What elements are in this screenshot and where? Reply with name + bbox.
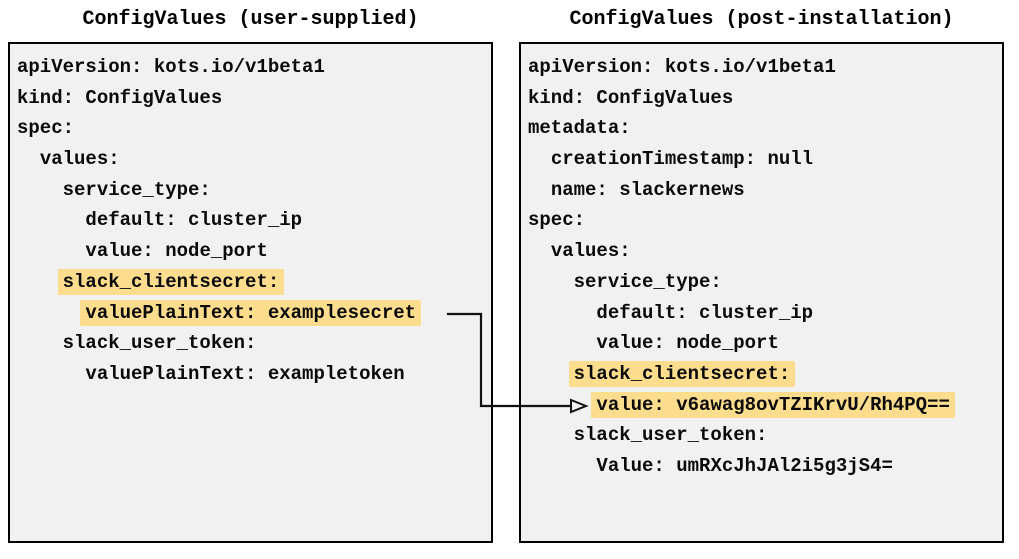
code-line: name: slackernews — [528, 175, 1002, 206]
left-panel-title: ConfigValues (user-supplied) — [82, 8, 419, 31]
code-line: creationTimestamp: null — [528, 144, 1002, 175]
line-indent — [17, 332, 63, 354]
code-line-text: service_type: — [62, 178, 211, 201]
code-line: values: — [17, 144, 491, 175]
secret-mapping-arrow — [447, 312, 589, 414]
line-indent — [17, 271, 63, 293]
code-line: default: cluster_ip — [528, 298, 1002, 329]
code-line: slack_user_token: — [528, 420, 1002, 451]
code-line: slack_user_token: — [17, 328, 491, 359]
code-line: metadata: — [528, 113, 1002, 144]
highlighted-code-line-text: slack_clientsecret: — [57, 268, 285, 295]
code-line: service_type: — [528, 267, 1002, 298]
line-indent — [528, 240, 551, 262]
arrow-line — [447, 312, 571, 408]
code-line: valuePlainText: examplesecret — [17, 298, 491, 329]
code-line-text: kind: ConfigValues — [528, 86, 734, 109]
code-line: kind: ConfigValues — [528, 83, 1002, 114]
code-line-text: spec: — [17, 117, 75, 140]
code-line-text: spec: — [528, 209, 586, 232]
line-indent — [528, 179, 551, 201]
code-line: value: node_port — [17, 236, 491, 267]
code-line-text: service_type: — [573, 270, 722, 293]
code-line: value: v6awag8ovTZIKrvU/Rh4PQ== — [528, 390, 1002, 421]
code-line-text: slack_user_token: — [573, 424, 768, 447]
code-line: service_type: — [17, 175, 491, 206]
line-indent — [528, 424, 574, 446]
code-line: kind: ConfigValues — [17, 83, 491, 114]
code-line-text: creationTimestamp: null — [550, 148, 814, 171]
line-indent — [17, 363, 85, 385]
line-indent — [528, 455, 596, 477]
code-line: spec: — [17, 113, 491, 144]
highlighted-code-line-text: valuePlainText: examplesecret — [80, 299, 422, 326]
code-line-text: apiVersion: kots.io/v1beta1 — [17, 56, 325, 78]
code-line: default: cluster_ip — [17, 205, 491, 236]
code-line: slack_clientsecret: — [528, 359, 1002, 390]
code-line-text: metadata: — [528, 117, 631, 140]
code-line-text: values: — [550, 240, 631, 263]
post-installation-config-panel: apiVersion: kots.io/v1beta1 kind: Config… — [519, 42, 1004, 543]
code-line: spec: — [528, 205, 1002, 236]
line-indent — [17, 179, 63, 201]
line-indent — [528, 148, 551, 170]
highlighted-code-line-text: slack_clientsecret: — [568, 360, 796, 387]
code-line-text: slack_user_token: — [62, 332, 257, 355]
code-line: apiVersion: kots.io/v1beta1 — [528, 52, 1002, 83]
code-line-text: value: node_port — [596, 332, 779, 355]
code-line-text: Value: umRXcJhJAl2i5g3jS4= — [596, 454, 893, 477]
code-line: value: node_port — [528, 328, 1002, 359]
line-indent — [528, 271, 574, 293]
line-indent — [17, 209, 85, 231]
code-line-text: default: cluster_ip — [596, 301, 814, 324]
code-line-text: apiVersion: kots.io/v1beta1 — [528, 56, 836, 78]
line-indent — [17, 302, 85, 324]
code-line: apiVersion: kots.io/v1beta1 — [17, 52, 491, 83]
code-line-text: name: slackernews — [550, 178, 745, 201]
code-line: slack_clientsecret: — [17, 267, 491, 298]
code-line-text: kind: ConfigValues — [17, 86, 223, 109]
right-panel-title: ConfigValues (post-installation) — [569, 8, 954, 31]
code-line: valuePlainText: exampletoken — [17, 359, 491, 390]
code-line: values: — [528, 236, 1002, 267]
code-line-text: default: cluster_ip — [85, 209, 303, 232]
highlighted-code-line-text: value: v6awag8ovTZIKrvU/Rh4PQ== — [591, 391, 955, 418]
code-line-text: values: — [39, 148, 120, 171]
line-indent — [17, 148, 40, 170]
arrowhead-icon — [570, 398, 589, 414]
code-line-text: value: node_port — [85, 240, 268, 263]
code-line-text: valuePlainText: exampletoken — [85, 362, 405, 385]
user-supplied-config-panel: apiVersion: kots.io/v1beta1 kind: Config… — [8, 42, 493, 543]
line-indent — [17, 240, 85, 262]
code-line: Value: umRXcJhJAl2i5g3jS4= — [528, 451, 1002, 482]
